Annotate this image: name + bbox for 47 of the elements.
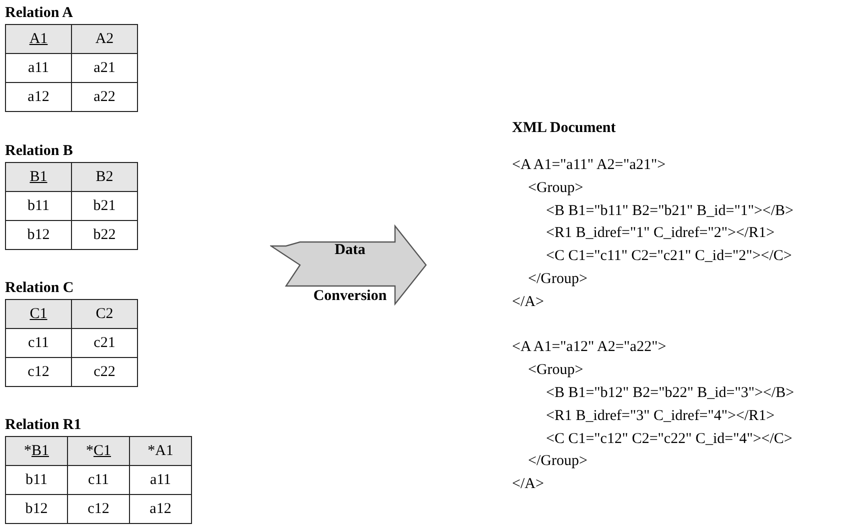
table-title: Relation C [5,279,75,297]
code-line: <C C1="c11" C2="c21" C_id="2"></C> [546,247,792,266]
table-cell: c12 [6,358,72,386]
table-cell: c11 [68,466,130,494]
table-title: Relation A [5,4,74,22]
table-cell: a11 [130,466,192,494]
header-cell: *A1 [130,436,192,466]
table-cell: b12 [6,220,72,250]
table-title: Relation R1 [5,416,82,434]
document-title: XML Document [512,119,616,137]
code-line: <R1 B_idref="1" C_idref="2"></R1> [546,224,775,242]
table-cell: b11 [6,192,72,220]
code-line: <C C1="c12" C2="c22" C_id="4"></C> [546,430,792,448]
header-cell: C2 [72,300,138,328]
header-cell: B1 [6,162,72,192]
code-line: </A> [512,475,544,494]
header-cell: *B1 [6,436,68,466]
code-line: </Group> [528,452,588,470]
table-title: Relation B [5,142,74,160]
code-line: <A A1="a11" A2="a21"> [512,156,666,174]
code-line: </A> [512,292,544,311]
table-cell: b11 [6,466,68,494]
header-cell: C1 [6,300,72,328]
table-cell: b22 [72,220,138,250]
code-line: <Group> [528,178,584,197]
table-cell: a12 [6,82,72,112]
code-line: <Group> [528,361,584,380]
table-cell: a12 [130,494,192,524]
header-cell: B2 [72,162,138,192]
table-cell: c21 [72,328,138,358]
arrow-label: Data Conversion [312,241,388,306]
code-line: <A A1="a12" A2="a22"> [512,338,666,356]
table-cell: c22 [72,358,138,386]
table-cell: b21 [72,192,138,220]
table-cell: c11 [6,328,72,358]
table-cell: c12 [68,494,130,524]
code-line: <R1 B_idref="3" C_idref="4"></R1> [546,406,775,425]
code-line: <B B1="b12" B2="b22" B_id="3"></B> [546,384,794,402]
code-line: </Group> [528,270,588,288]
table-cell: b12 [6,494,68,524]
header-cell: A1 [6,24,72,54]
header-cell: *C1 [68,436,130,466]
table-cell: a11 [6,54,72,82]
table-cell: a21 [72,54,138,82]
code-line: <B B1="b11" B2="b21" B_id="1"></B> [546,202,794,220]
header-cell: A2 [72,24,138,54]
table-cell: a22 [72,82,138,112]
